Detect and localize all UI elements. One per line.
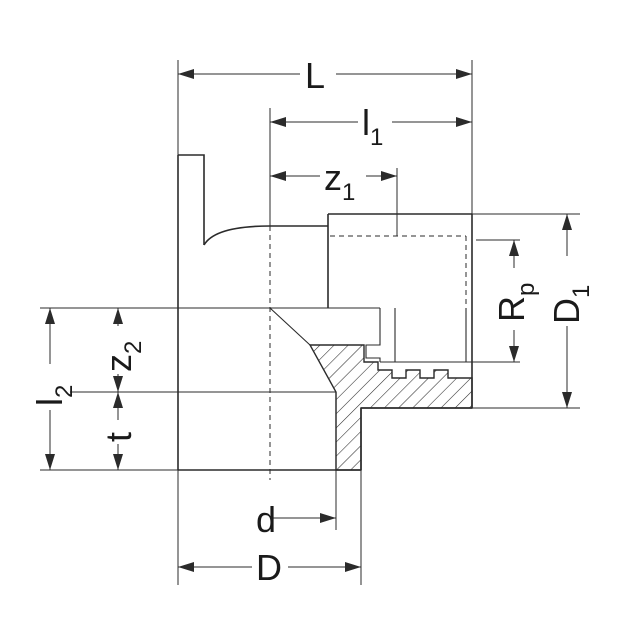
label-d: d [256,499,276,540]
label-z1: z [324,157,342,198]
label-l1: l [362,102,370,143]
label-l1-sub: 1 [370,124,383,151]
dimension-z1: z1 [270,157,397,206]
svg-text:z1: z1 [324,157,355,206]
label-z2-sub: 2 [120,341,147,354]
dimension-l1: l1 [270,102,472,151]
svg-text:Rp: Rp [491,283,540,322]
label-Rp: R [491,296,532,322]
dimension-D1: D1 [546,214,595,408]
label-l2-sub: 2 [51,385,78,398]
fitting-body [177,154,473,471]
dimension-Rp: Rp [491,240,540,362]
label-D1: D [546,298,587,324]
label-D: D [256,547,282,588]
svg-text:D1: D1 [546,285,595,324]
label-z2: z [98,354,139,372]
dimension-l2: l2 [29,308,78,470]
extension-lines [40,60,580,585]
label-z1-sub: 1 [342,179,355,206]
section-hatching [308,344,473,471]
label-D1-sub: 1 [568,285,595,298]
label-l2: l [29,398,70,406]
svg-text:l1: l1 [362,102,383,151]
svg-text:z2: z2 [98,341,147,372]
dimension-t: t [98,392,139,470]
dimension-d: d [256,499,336,540]
svg-text:l2: l2 [29,385,78,406]
dimension-z2: z2 [98,308,147,392]
label-Rp-sub: p [513,283,540,296]
label-L: L [305,55,325,96]
thread-insert [365,308,467,363]
label-t: t [98,432,139,442]
dimension-D: D [178,547,361,588]
dimension-L: L [178,55,472,96]
